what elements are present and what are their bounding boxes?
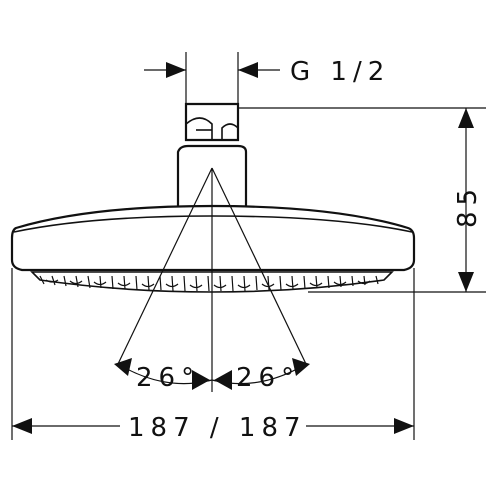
thread-connector	[184, 102, 240, 142]
thread-label: G 1/2	[290, 57, 390, 87]
width-dimension	[11, 268, 415, 440]
angle-label-left: 26°	[136, 363, 200, 393]
nozzle-row	[39, 275, 379, 292]
angle-arrow-right-outer	[292, 358, 310, 376]
angle-arrow-right-inner	[214, 370, 232, 390]
angle-label-right: 26°	[236, 363, 300, 393]
height-dimension	[238, 107, 486, 293]
height-label: 85	[453, 183, 483, 228]
angle-arrow-left-outer	[114, 358, 132, 376]
angle-arrow-left-inner	[192, 370, 210, 390]
width-label: 187 / 187	[128, 413, 307, 443]
thread-dimension	[144, 52, 280, 104]
spray-angle-lines	[114, 167, 310, 390]
shower-head-body	[10, 204, 416, 293]
